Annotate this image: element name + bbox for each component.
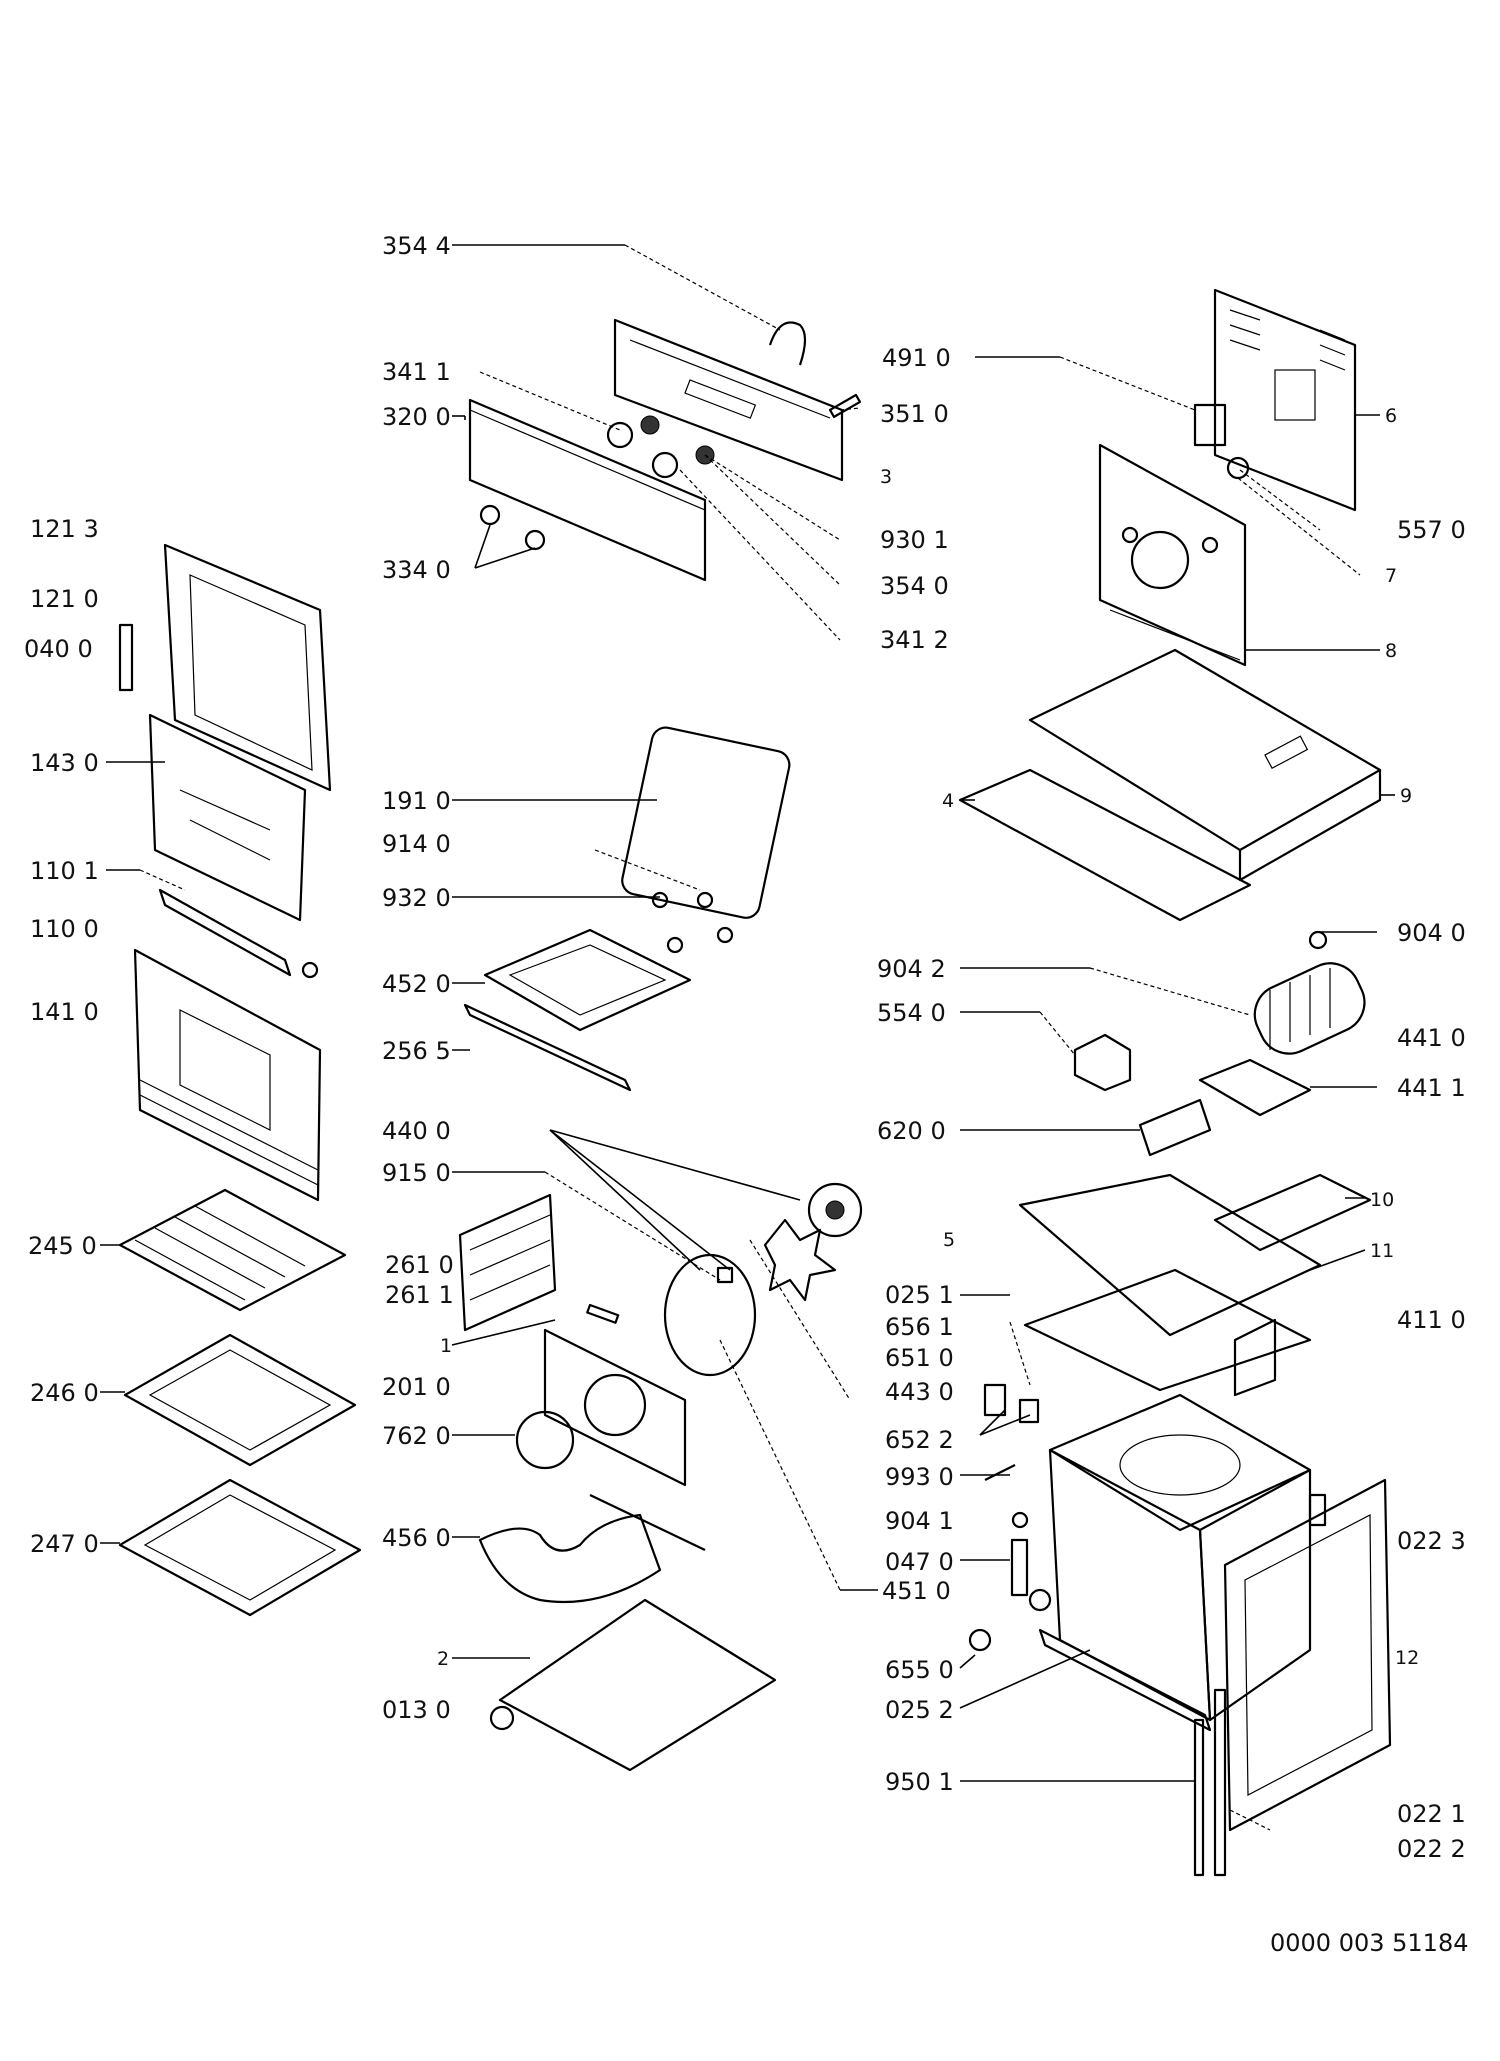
oven-cavity <box>983 1383 1327 1722</box>
label-245-0: 245 0 <box>28 1232 97 1260</box>
label-334-0: 334 0 <box>382 556 451 584</box>
label-354-0: 354 0 <box>880 572 949 600</box>
label-411-0: 411 0 <box>1397 1306 1466 1334</box>
shelf-supports <box>458 1193 620 1332</box>
heater-assembly <box>1073 930 1366 1157</box>
label-762-0: 762 0 <box>382 1422 451 1450</box>
label-8: 8 <box>1385 640 1397 662</box>
label-950-1: 950 1 <box>885 1768 954 1796</box>
label-441-0: 441 0 <box>1397 1024 1466 1052</box>
part-drawings <box>118 288 1392 1877</box>
label-652-2: 652 2 <box>885 1426 954 1454</box>
grill-element <box>463 891 734 1092</box>
label-247-0: 247 0 <box>30 1530 99 1558</box>
label-443-0: 443 0 <box>885 1378 954 1406</box>
label-9: 9 <box>1400 785 1412 807</box>
label-915-0: 915 0 <box>382 1159 451 1187</box>
label-022-2: 022 2 <box>1397 1835 1466 1863</box>
label-620-0: 620 0 <box>877 1117 946 1145</box>
label-025-2: 025 2 <box>885 1696 954 1724</box>
lower-heating-element <box>478 1494 706 1604</box>
left-door-assembly <box>118 543 332 1202</box>
knob-panel-front <box>468 393 862 582</box>
label-12: 12 <box>1395 1647 1419 1669</box>
label-110-1: 110 1 <box>30 857 99 885</box>
racks-and-trays <box>118 1188 362 1617</box>
fan-assembly <box>663 1182 863 1377</box>
label-1: 1 <box>440 1335 452 1357</box>
label-451-0: 451 0 <box>882 1577 951 1605</box>
label-022-3: 022 3 <box>1397 1527 1466 1555</box>
bottom-panel <box>489 1598 777 1772</box>
label-121-3: 121 3 <box>30 515 99 543</box>
label-554-0: 554 0 <box>877 999 946 1027</box>
leader-lines <box>100 244 1395 1831</box>
control-panel-top <box>613 318 844 482</box>
label-10: 10 <box>1370 1189 1394 1211</box>
label-557-0: 557 0 <box>1397 516 1466 544</box>
label-201-0: 201 0 <box>382 1373 451 1401</box>
label-047-0: 047 0 <box>885 1548 954 1576</box>
label-025-1: 025 1 <box>885 1281 954 1309</box>
label-651-0: 651 0 <box>885 1344 954 1372</box>
oven-glass <box>621 726 791 919</box>
label-5: 5 <box>943 1229 955 1251</box>
label-440-0: 440 0 <box>382 1117 451 1145</box>
label-013-0: 013 0 <box>382 1696 451 1724</box>
label-904-2: 904 2 <box>877 955 946 983</box>
label-914-0: 914 0 <box>382 830 451 858</box>
label-261-1: 261 1 <box>385 1281 454 1309</box>
label-655-0: 655 0 <box>885 1656 954 1684</box>
label-993-0: 993 0 <box>885 1463 954 1491</box>
label-256-5: 256 5 <box>382 1037 451 1065</box>
label-7: 7 <box>1385 565 1397 587</box>
label-341-1: 341 1 <box>382 358 451 386</box>
label-261-0: 261 0 <box>385 1251 454 1279</box>
label-4: 4 <box>942 790 954 812</box>
label-191-0: 191 0 <box>382 787 451 815</box>
label-11: 11 <box>1370 1240 1394 1262</box>
label-932-0: 932 0 <box>382 884 451 912</box>
label-351-0: 351 0 <box>880 400 949 428</box>
label-930-1: 930 1 <box>880 526 949 554</box>
top-cover <box>958 648 1382 922</box>
front-frame-right-door <box>968 1478 1392 1877</box>
label-904-0: 904 0 <box>1397 919 1466 947</box>
label-491-0: 491 0 <box>882 344 951 372</box>
label-456-0: 456 0 <box>382 1524 451 1552</box>
back-wall <box>1098 443 1247 667</box>
label-143-0: 143 0 <box>30 749 99 777</box>
label-6: 6 <box>1385 405 1397 427</box>
label-656-1: 656 1 <box>885 1313 954 1341</box>
label-2: 2 <box>437 1648 449 1670</box>
label-354-4: 354 4 <box>382 232 451 260</box>
label-022-1: 022 1 <box>1397 1800 1466 1828</box>
label-141-0: 141 0 <box>30 998 99 1026</box>
document-number: 0000 003 51184 <box>1270 1929 1469 1957</box>
label-341-2: 341 2 <box>880 626 949 654</box>
label-452-0: 452 0 <box>382 970 451 998</box>
label-110-0: 110 0 <box>30 915 99 943</box>
rear-panel <box>1193 288 1357 512</box>
label-3: 3 <box>880 466 892 488</box>
label-904-1: 904 1 <box>885 1507 954 1535</box>
label-320-0: 320 0 <box>382 403 451 431</box>
fan-cover <box>515 1328 687 1487</box>
label-040-0: 040 0 <box>24 635 93 663</box>
label-246-0: 246 0 <box>30 1379 99 1407</box>
cavity-top-plate <box>1018 1173 1372 1397</box>
label-121-0: 121 0 <box>30 585 99 613</box>
label-441-1: 441 1 <box>1397 1074 1466 1102</box>
part-labels: 354 4 341 1 320 0 351 0 3 334 0 930 1 35… <box>24 232 1469 1957</box>
